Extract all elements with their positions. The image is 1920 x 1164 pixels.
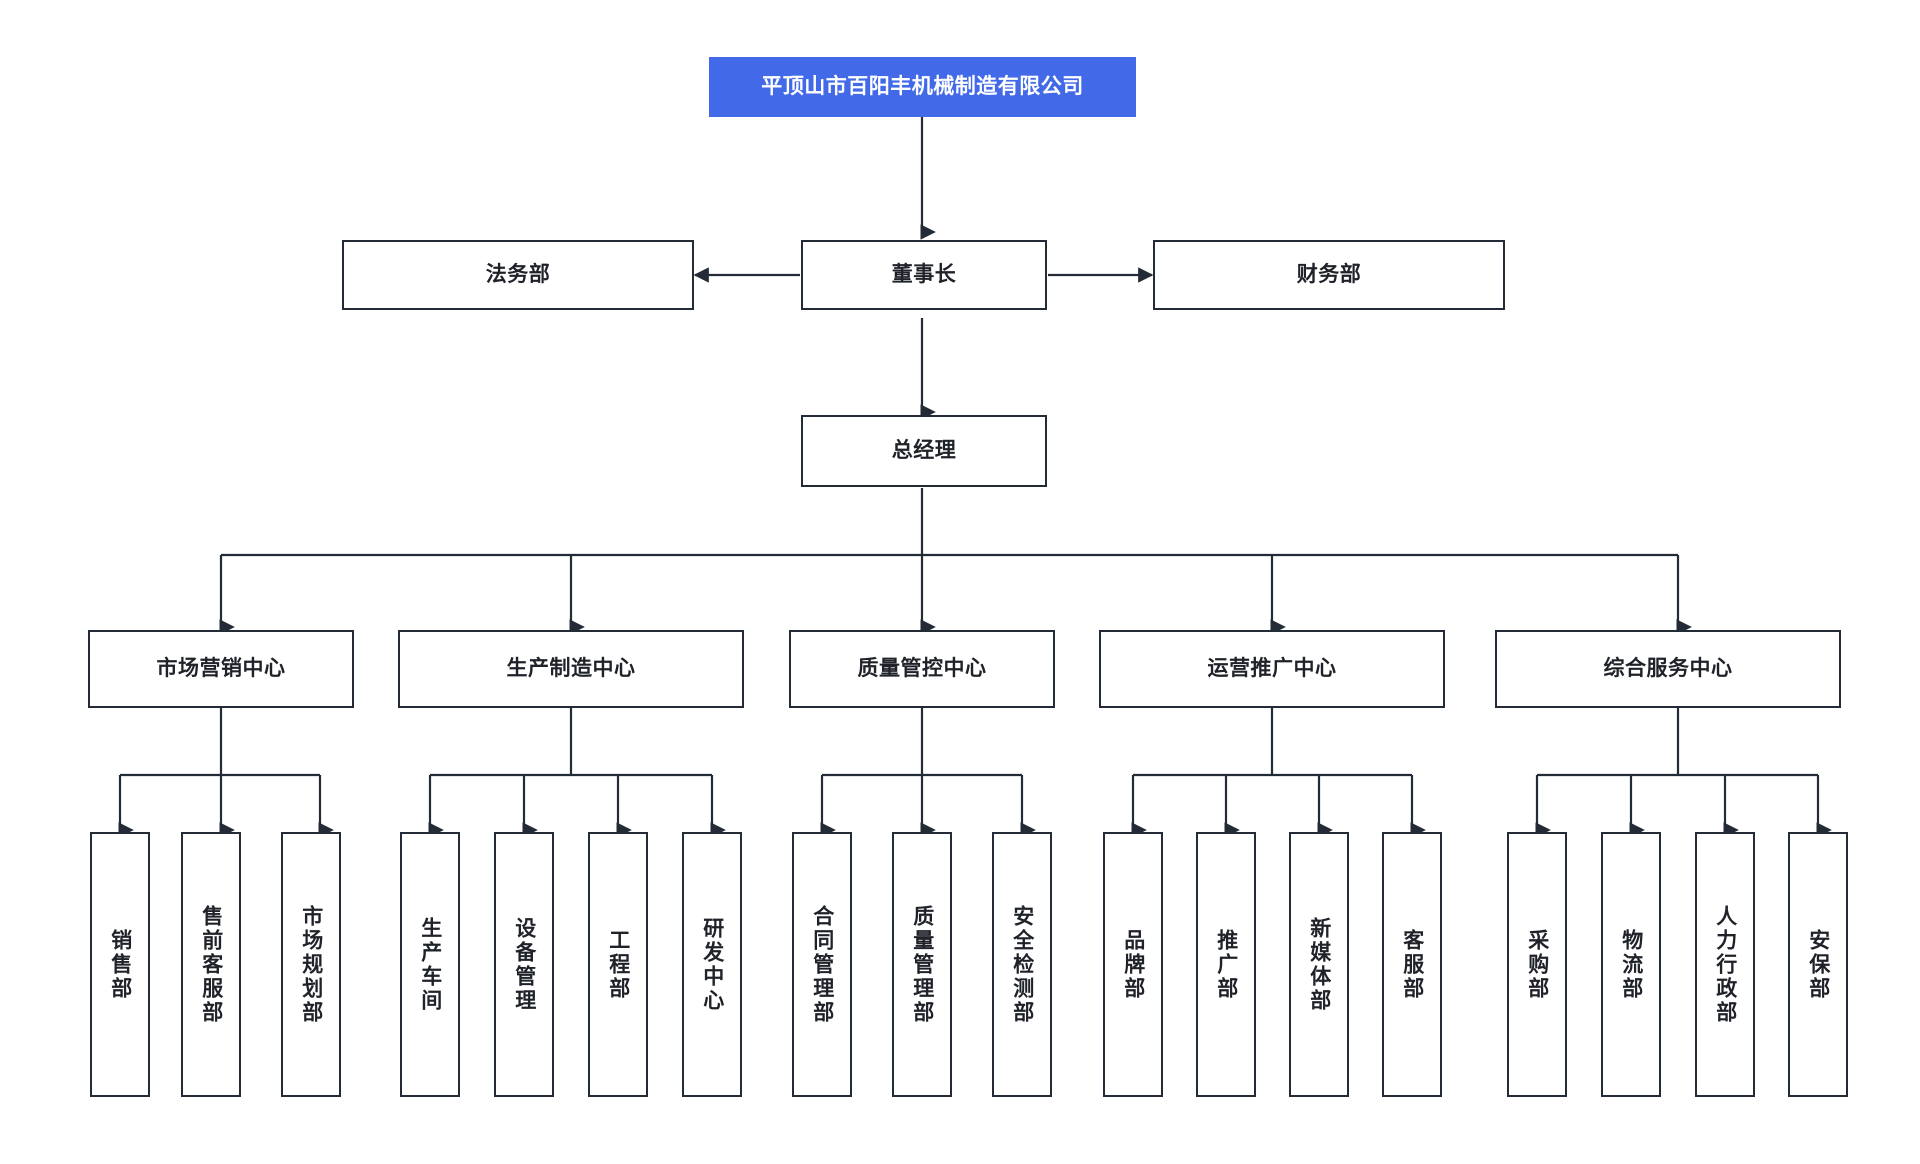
node-finance[interactable]: 财务部 [1153, 240, 1505, 310]
node-center-marketing-label: 市场营销中心 [156, 656, 286, 680]
node-leaf-customer-service[interactable]: 客服部 [1382, 832, 1442, 1097]
node-leaf-new-media[interactable]: 新媒体部 [1289, 832, 1349, 1097]
node-leaf-promotion-label: 推广部 [1214, 928, 1238, 1001]
node-leaf-new-media-label: 新媒体部 [1307, 916, 1331, 1013]
node-center-service-label: 综合服务中心 [1603, 656, 1733, 680]
node-leaf-promotion[interactable]: 推广部 [1196, 832, 1256, 1097]
node-leaf-engineering-label: 工程部 [606, 928, 630, 1001]
node-leaf-equipment-management-label: 设备管理 [512, 916, 536, 1013]
node-leaf-production-workshop-label: 生产车间 [418, 916, 442, 1013]
node-chairman-label: 董事长 [891, 262, 957, 286]
node-company-label: 平顶山市百阳丰机械制造有限公司 [761, 74, 1084, 98]
node-leaf-customer-service-label: 客服部 [1400, 928, 1424, 1001]
node-leaf-rnd-center-label: 研发中心 [700, 916, 724, 1013]
node-legal[interactable]: 法务部 [342, 240, 694, 310]
node-leaf-safety-inspection-label: 安全检测部 [1010, 904, 1034, 1025]
node-leaf-brand-label: 品牌部 [1121, 928, 1145, 1001]
node-center-quality[interactable]: 质量管控中心 [789, 630, 1055, 708]
node-leaf-contract-management-label: 合同管理部 [810, 904, 834, 1025]
node-leaf-purchasing-label: 采购部 [1525, 928, 1549, 1001]
node-leaf-presales-service-label: 售前客服部 [199, 904, 223, 1025]
node-leaf-purchasing[interactable]: 采购部 [1507, 832, 1567, 1097]
node-leaf-contract-management[interactable]: 合同管理部 [792, 832, 852, 1097]
node-center-operations-label: 运营推广中心 [1207, 656, 1337, 680]
node-center-quality-label: 质量管控中心 [857, 656, 987, 680]
node-leaf-quality-management-label: 质量管理部 [910, 904, 934, 1025]
node-leaf-safety-inspection[interactable]: 安全检测部 [992, 832, 1052, 1097]
node-leaf-security-label: 安保部 [1806, 928, 1830, 1001]
node-leaf-sales[interactable]: 销售部 [90, 832, 150, 1097]
node-finance-label: 财务部 [1296, 262, 1362, 286]
node-leaf-hr-administration[interactable]: 人力行政部 [1695, 832, 1755, 1097]
node-leaf-production-workshop[interactable]: 生产车间 [400, 832, 460, 1097]
node-leaf-hr-administration-label: 人力行政部 [1713, 904, 1737, 1025]
node-leaf-rnd-center[interactable]: 研发中心 [682, 832, 742, 1097]
node-company[interactable]: 平顶山市百阳丰机械制造有限公司 [709, 57, 1136, 117]
node-center-service[interactable]: 综合服务中心 [1495, 630, 1841, 708]
node-center-operations[interactable]: 运营推广中心 [1099, 630, 1445, 708]
node-leaf-equipment-management[interactable]: 设备管理 [494, 832, 554, 1097]
node-legal-label: 法务部 [485, 262, 551, 286]
node-chairman[interactable]: 董事长 [801, 240, 1047, 310]
node-leaf-sales-label: 销售部 [108, 928, 132, 1001]
node-leaf-logistics-label: 物流部 [1619, 928, 1643, 1001]
node-general-manager[interactable]: 总经理 [801, 415, 1047, 487]
node-center-production-label: 生产制造中心 [506, 656, 636, 680]
node-center-production[interactable]: 生产制造中心 [398, 630, 744, 708]
node-leaf-market-planning-label: 市场规划部 [299, 904, 323, 1025]
node-leaf-brand[interactable]: 品牌部 [1103, 832, 1163, 1097]
node-leaf-logistics[interactable]: 物流部 [1601, 832, 1661, 1097]
node-leaf-security[interactable]: 安保部 [1788, 832, 1848, 1097]
node-leaf-market-planning[interactable]: 市场规划部 [281, 832, 341, 1097]
node-general-manager-label: 总经理 [891, 438, 957, 462]
node-center-marketing[interactable]: 市场营销中心 [88, 630, 354, 708]
node-leaf-engineering[interactable]: 工程部 [588, 832, 648, 1097]
node-leaf-quality-management[interactable]: 质量管理部 [892, 832, 952, 1097]
node-leaf-presales-service[interactable]: 售前客服部 [181, 832, 241, 1097]
